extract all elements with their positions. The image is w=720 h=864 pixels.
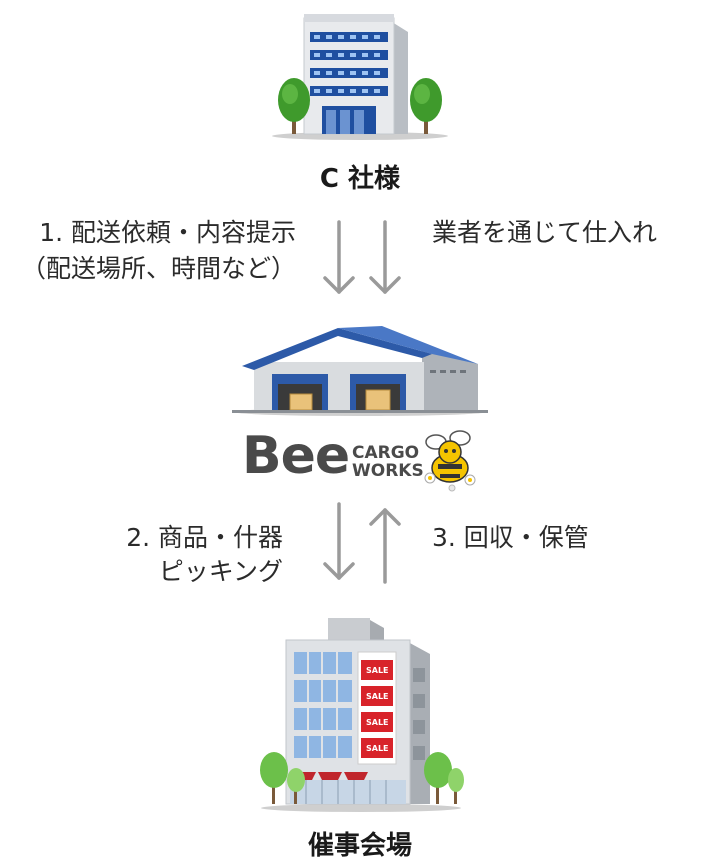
sale-sign-text: SALE: [366, 666, 389, 675]
step3-collection-label: 3. 回収・保管: [432, 523, 589, 552]
down-arrow-icon: [323, 220, 355, 294]
warehouse-icon: [232, 326, 488, 416]
sale-sign-text: SALE: [366, 692, 389, 701]
client-name: C 社様: [319, 164, 401, 194]
bee-mascot-icon: [424, 430, 476, 492]
bottom-arrows: [323, 502, 401, 584]
sale-sign-text: SALE: [366, 744, 389, 753]
event-venue-building-icon: SALE SALE SALE SALE: [260, 618, 464, 812]
step1-request-label: 1. 配送依頼・内容提示: [39, 218, 296, 247]
step1-details-label: （配送場所、時間など）: [20, 254, 296, 283]
step2-picking-label: ピッキング: [158, 557, 283, 586]
supplier-purchase-label: 業者を通じて仕入れ: [432, 218, 658, 247]
up-arrow-icon: [369, 508, 401, 584]
logo-wordmark: Bee: [242, 426, 350, 486]
sale-sign-text: SALE: [366, 718, 389, 727]
down-arrow-icon: [323, 502, 355, 580]
step2-products-label: 2. 商品・什器: [126, 523, 283, 552]
logo-works-text: WORKS: [352, 461, 424, 481]
top-arrows: [323, 220, 401, 294]
logo-cargo-text: CARGO: [352, 443, 420, 463]
down-arrow-icon: [369, 220, 401, 294]
office-building-icon: [272, 14, 448, 140]
venue-name: 催事会場: [307, 831, 412, 861]
